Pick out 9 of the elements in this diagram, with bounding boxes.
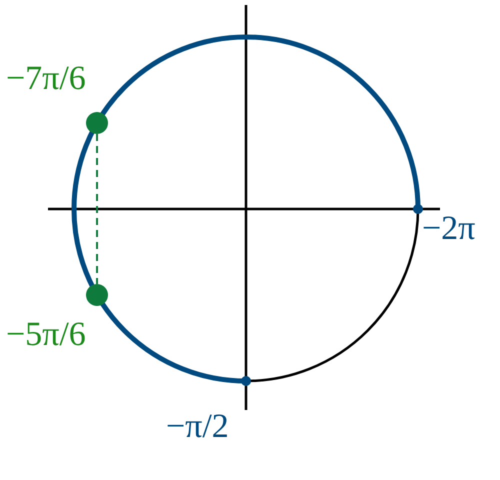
angle-label: −π/2 xyxy=(166,410,229,444)
angle-label: −7π/6 xyxy=(6,62,86,96)
point-dot xyxy=(86,112,108,134)
connector-line xyxy=(96,134,98,284)
angle-label: −5π/6 xyxy=(6,318,86,352)
point-dot xyxy=(86,284,108,306)
point-dot xyxy=(241,376,251,386)
point-dot xyxy=(413,204,423,214)
angle-label: −2π xyxy=(422,212,476,246)
